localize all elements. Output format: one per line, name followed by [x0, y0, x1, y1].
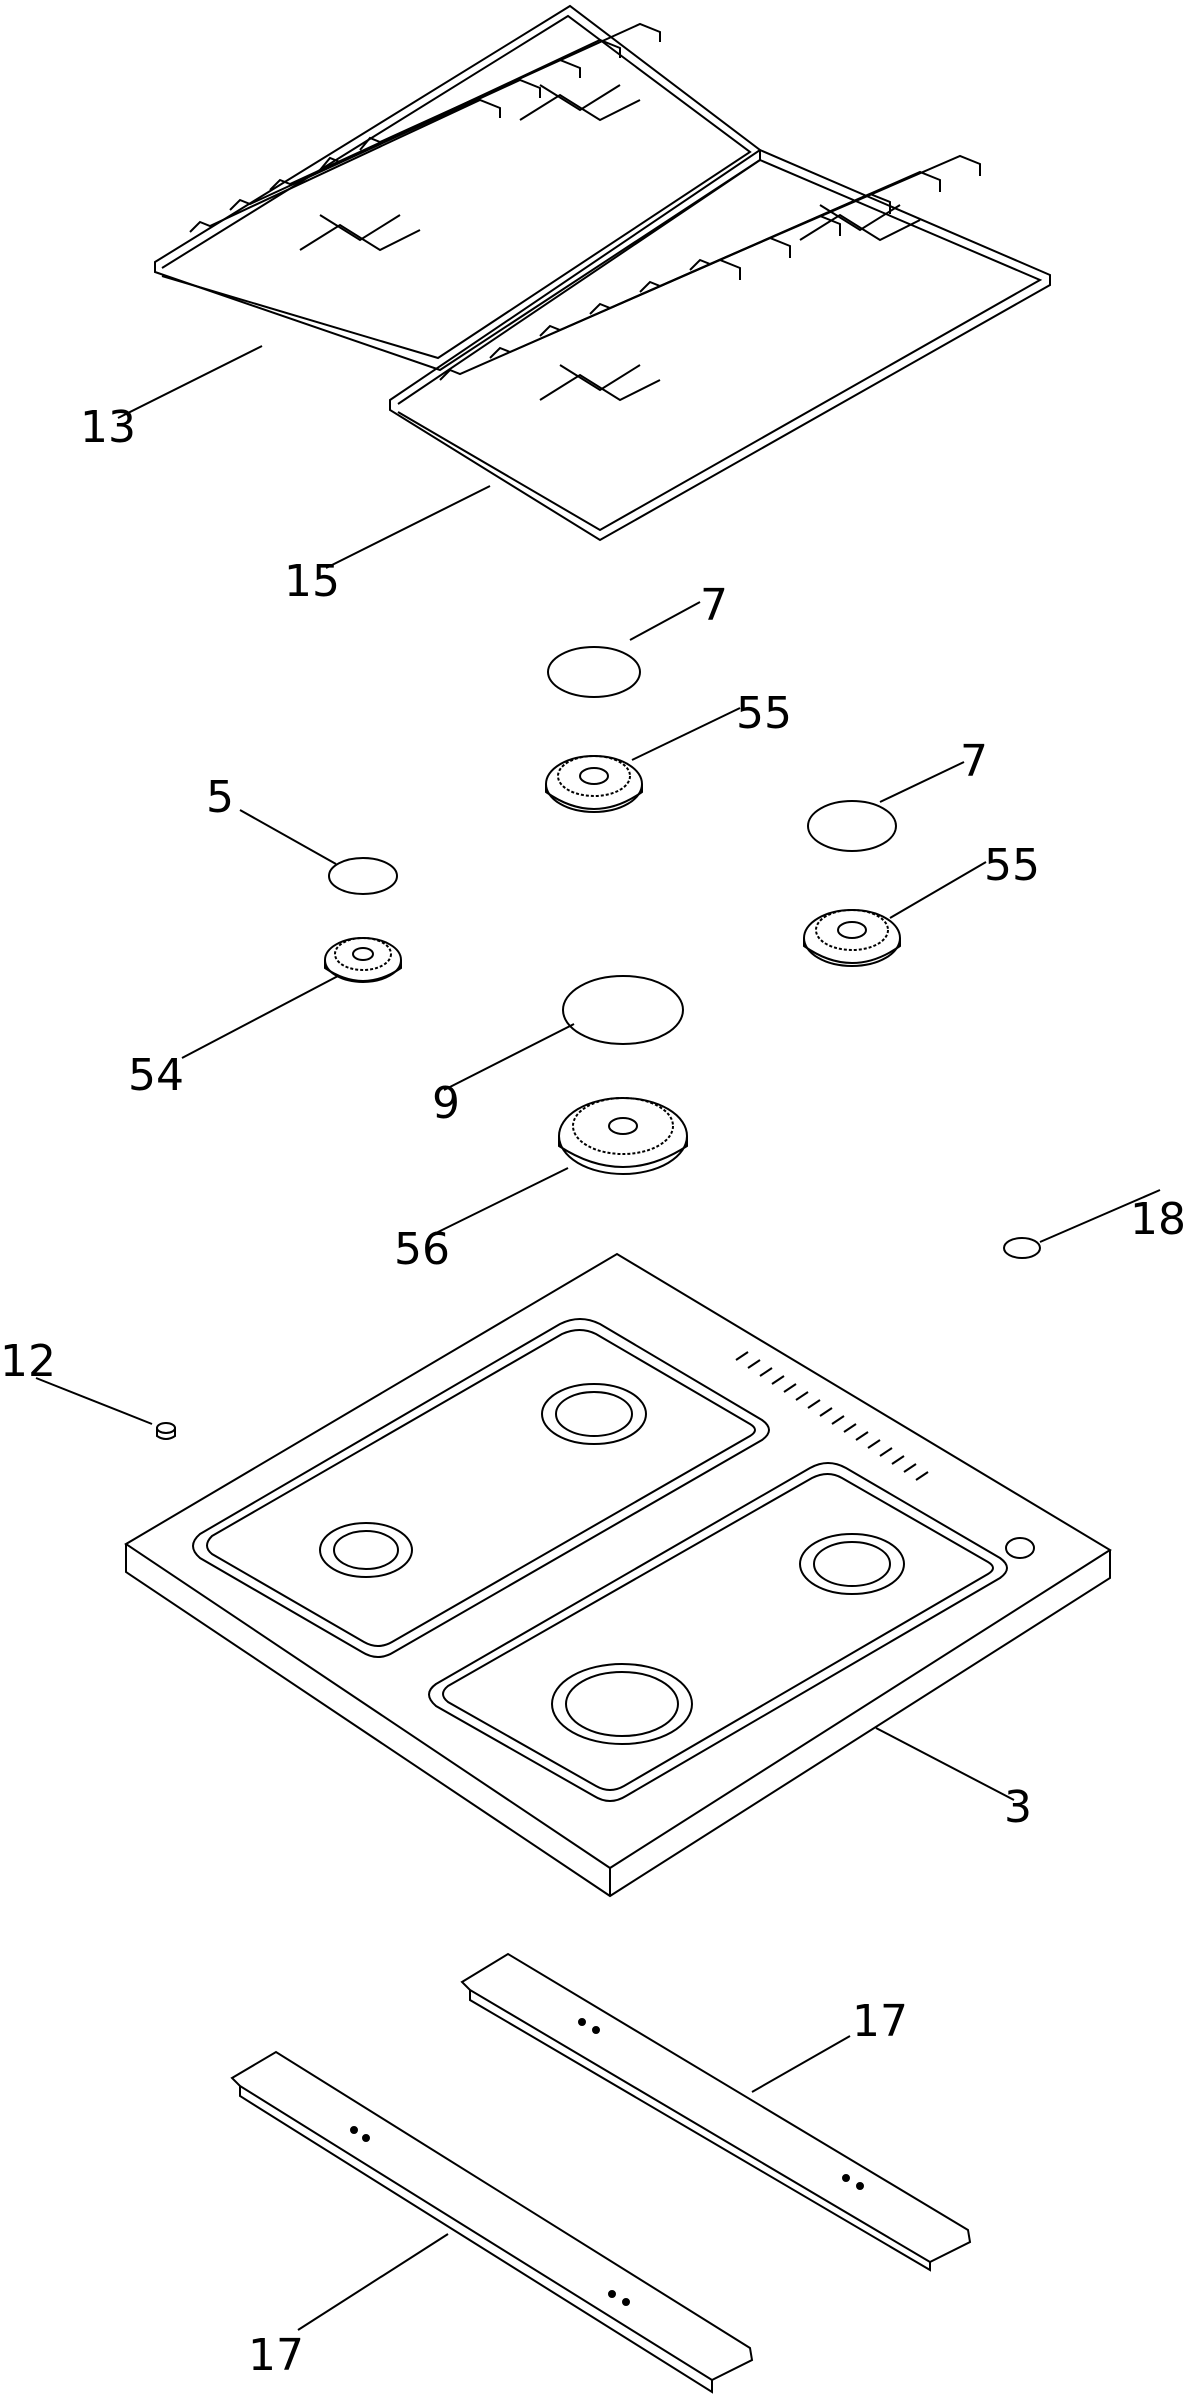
- burner-56: [559, 1098, 687, 1174]
- burner-54: [325, 938, 401, 982]
- burner-55-right: [804, 910, 900, 966]
- burner-cap-9: [562, 975, 684, 1045]
- leader-lines: [35, 345, 1161, 2331]
- callout-3: 3: [1004, 1782, 1032, 1833]
- callout-54: 54: [128, 1050, 184, 1101]
- burner-cap-7-top: [547, 646, 641, 698]
- callout-12: 12: [0, 1336, 56, 1387]
- callout-15: 15: [284, 556, 340, 607]
- callout-56: 56: [394, 1224, 450, 1275]
- callout-13: 13: [80, 402, 136, 453]
- burner-cap-7-right: [807, 800, 897, 852]
- callout-55-top: 55: [736, 688, 792, 739]
- side-rail-17-left: [232, 2052, 752, 2392]
- callout-17-left: 17: [248, 2330, 304, 2381]
- hob-top-3: [126, 1254, 1110, 1896]
- callout-18: 18: [1130, 1194, 1183, 1245]
- part-18-disc: [1003, 1237, 1041, 1259]
- callout-17-right: 17: [852, 1996, 908, 2047]
- callout-7-right: 7: [960, 736, 988, 787]
- callout-5: 5: [206, 772, 234, 823]
- side-rail-17-right: [462, 1954, 970, 2270]
- callout-55-right: 55: [984, 840, 1040, 891]
- pan-support-13: [155, 6, 760, 370]
- part-12-screw: [157, 1423, 175, 1439]
- pan-support-15: [390, 150, 1050, 540]
- callout-9: 9: [432, 1078, 460, 1129]
- burner-55-top: [546, 756, 642, 812]
- callout-7-top: 7: [700, 580, 728, 631]
- burner-cap-5: [328, 857, 398, 895]
